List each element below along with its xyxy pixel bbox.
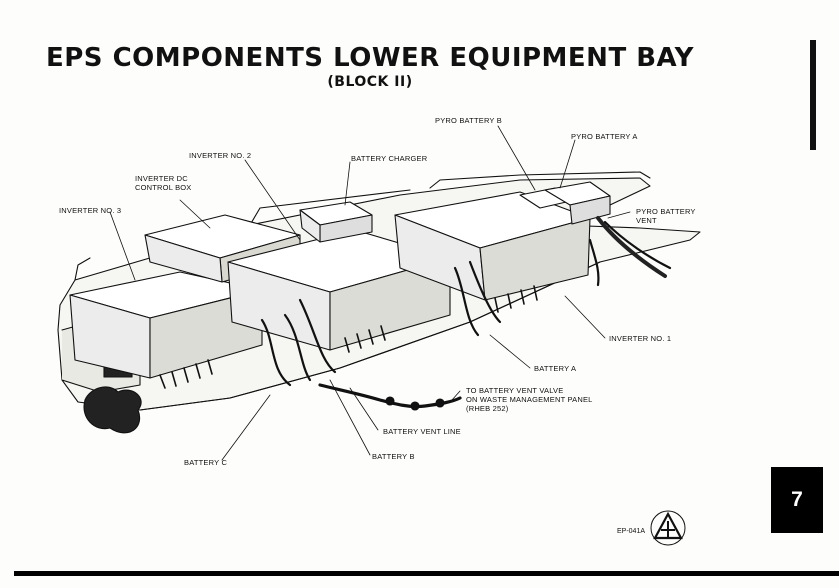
- page-subtitle: (BLOCK II): [327, 74, 413, 90]
- pyro-vent-tube: [596, 216, 667, 278]
- inverter-1-box-side: [479, 217, 591, 301]
- apollo-logistics-logo-icon: [650, 510, 686, 546]
- leader-control-box: [179, 199, 211, 229]
- leader-battery-a: [489, 334, 531, 369]
- page-number-tab: 7: [771, 467, 823, 533]
- front-connectors-b: [344, 325, 386, 353]
- leader-pyro-battery-b: [497, 125, 536, 191]
- vent-valve-2: [410, 401, 420, 411]
- front-connectors-a: [159, 359, 213, 389]
- label-vent-valve-2: ON WASTE MANAGEMENT PANEL: [466, 395, 593, 404]
- page-bottom-border: [14, 571, 839, 576]
- control-box-front: [144, 234, 223, 283]
- vent-valve-3: [435, 398, 445, 408]
- left-fitting: [83, 386, 142, 434]
- label-inverter-1: INVERTER NO. 1: [609, 334, 672, 343]
- bay-rim: [74, 257, 91, 281]
- cable-1: [260, 318, 292, 387]
- bay-upper-edge: [249, 189, 411, 226]
- bay-back-shelf: [429, 171, 651, 189]
- label-pyro-battery-b: PYRO BATTERY B: [435, 116, 502, 125]
- leader-inverter-3: [109, 211, 136, 281]
- leader-battery-charger: [344, 161, 351, 206]
- front-connectors-c: [494, 285, 538, 313]
- label-battery-vent-line: BATTERY VENT LINE: [383, 427, 461, 436]
- leader-pyro-vent: [607, 211, 631, 219]
- leader-battery-vent-line: [349, 387, 379, 431]
- pyro-battery-side: [569, 195, 611, 225]
- label-battery-c: BATTERY C: [184, 458, 228, 467]
- bay-floor-edge: [139, 261, 601, 411]
- label-vent-valve-1: TO BATTERY VENT VALVE: [466, 386, 564, 395]
- label-inverter-2: INVERTER NO. 2: [189, 151, 252, 160]
- page-edge-mark: [810, 40, 816, 150]
- leader-inverter-2: [244, 159, 301, 241]
- label-battery-a: BATTERY A: [534, 364, 577, 373]
- label-vent-valve-3: (RHEB 252): [466, 404, 509, 413]
- battery-charger-front: [299, 209, 321, 243]
- cable-6: [588, 238, 600, 287]
- label-inverter-dc-control-box-2: CONTROL BOX: [135, 183, 192, 192]
- page-title: EPS COMPONENTS LOWER EQUIPMENT BAY: [45, 43, 695, 73]
- leader-battery-c: [221, 394, 271, 461]
- vent-valve-1: [385, 396, 395, 406]
- leader-battery-b: [329, 379, 371, 456]
- label-inverter-dc-control-box-1: INVERTER DC: [135, 174, 188, 183]
- figure-code: EP-041A: [617, 528, 646, 535]
- cable-5: [468, 260, 502, 324]
- label-battery-charger: BATTERY CHARGER: [351, 154, 428, 163]
- label-pyro-battery-vent-1: PYRO BATTERY: [636, 207, 696, 216]
- leader-pyro-battery-a: [559, 139, 576, 189]
- label-pyro-battery-a: PYRO BATTERY A: [571, 132, 638, 141]
- label-pyro-battery-vent-2: VENT: [636, 216, 657, 225]
- leader-inverter-1: [564, 295, 606, 339]
- label-inverter-3: INVERTER NO. 3: [59, 206, 122, 215]
- pyro-vent-tube-2: [603, 220, 672, 270]
- battery-vent-line-pipe: [318, 383, 462, 409]
- cable-3: [298, 298, 337, 374]
- cable-4: [453, 266, 480, 337]
- leader-battery-vent-valve: [451, 390, 461, 401]
- label-battery-b: BATTERY B: [372, 452, 415, 461]
- cable-2: [283, 313, 312, 382]
